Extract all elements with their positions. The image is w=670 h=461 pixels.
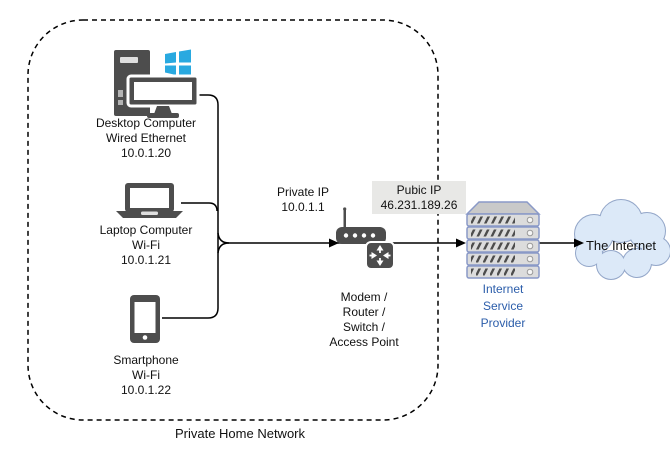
arrowheads — [329, 238, 584, 248]
smartphone-label: Smartphone Wi-Fi 10.0.1.22 — [76, 353, 216, 398]
switch-icon — [365, 241, 395, 270]
private-network-boundary — [27, 19, 439, 421]
device-ip: 10.0.1.20 — [120, 146, 172, 160]
device-ip: 10.0.1.21 — [120, 253, 172, 267]
smartphone-icon — [130, 295, 160, 343]
desktop-computer-icon — [114, 49, 200, 118]
gateway-label-line: Access Point — [329, 335, 399, 349]
private-ip-value: 10.0.1.1 — [281, 200, 325, 214]
public-ip-label: Pubic IP — [396, 183, 442, 197]
device-connection: Wired Ethernet — [105, 131, 187, 145]
connector-lines — [162, 94, 576, 319]
laptop-computer-label: Laptop Computer Wi-Fi 10.0.1.21 — [76, 223, 216, 268]
device-name: Desktop Computer — [95, 116, 197, 130]
router-icon — [336, 207, 395, 270]
isp-label-line: Provider — [480, 316, 526, 330]
gateway-label-line: Router / — [342, 305, 386, 319]
device-name: Smartphone — [113, 353, 179, 367]
internet-cloud-icon — [574, 199, 670, 280]
desktop-computer-label: Desktop Computer Wired Ethernet 10.0.1.2… — [76, 116, 216, 161]
isp-label-line: Internet — [482, 282, 524, 296]
public-ip-callout: Pubic IP 46.231.189.26 — [372, 181, 466, 214]
public-ip-value: 46.231.189.26 — [380, 198, 458, 212]
private-ip-callout: Private IP 10.0.1.1 — [243, 185, 363, 215]
isp-label: Internet Service Provider — [443, 281, 563, 332]
private-home-network-label: Private Home Network — [174, 426, 306, 441]
isp-server-icon — [465, 201, 541, 279]
internet-label: The Internet — [585, 238, 657, 253]
device-name: Laptop Computer — [99, 223, 193, 237]
gateway-label-line: Modem / — [340, 290, 388, 304]
gateway-label-line: Switch / — [342, 320, 385, 334]
device-ip: 10.0.1.22 — [120, 383, 172, 397]
laptop-computer-icon — [116, 183, 183, 218]
private-ip-label: Private IP — [276, 185, 330, 199]
device-connection: Wi-Fi — [132, 238, 160, 252]
isp-label-line: Service — [482, 299, 523, 313]
windows-logo-icon — [165, 49, 191, 78]
gateway-label: Modem / Router / Switch / Access Point — [304, 290, 424, 350]
device-connection: Wi-Fi — [132, 368, 160, 382]
